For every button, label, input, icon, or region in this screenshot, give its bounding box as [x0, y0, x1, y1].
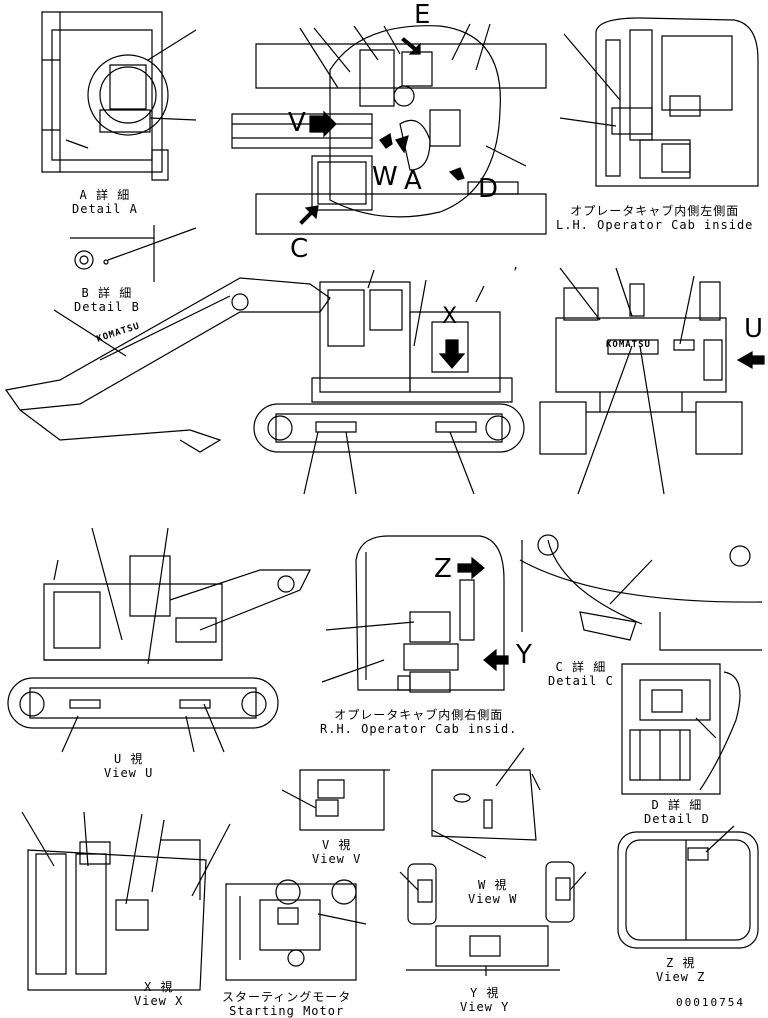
caption-rh-cab-jp: オプレータキャブ内側右側面 [334, 708, 504, 722]
caption-starting-motor: スターティングモータ Starting Motor [222, 990, 351, 1018]
caption-detail-d-jp: D 詳 細 [651, 798, 703, 812]
caption-detail-b-en: Detail B [74, 300, 140, 314]
caption-lh-cab: オプレータキャブ内側左側面 L.H. Operator Cab inside [556, 204, 753, 232]
caption-detail-b: B 詳 細 Detail B [74, 286, 140, 314]
caption-view-w-en: View W [468, 892, 518, 906]
starting-motor-drawing [226, 880, 366, 980]
caption-view-v: V 視 View V [312, 838, 361, 866]
detail-a-drawing [42, 12, 196, 180]
caption-detail-b-jp: B 詳 細 [81, 286, 133, 300]
view-u-drawing [8, 528, 310, 752]
rh-cab-drawing [322, 536, 508, 692]
detail-d-drawing [622, 664, 740, 794]
view-x-drawing [22, 812, 230, 990]
lh-cab-drawing [560, 18, 758, 186]
caption-view-x-jp: X 視 [143, 980, 174, 994]
letter-d: D [478, 174, 499, 204]
letter-v: V [288, 108, 306, 138]
caption-view-y-en: View Y [460, 1000, 510, 1014]
detail-c-drawing [520, 535, 762, 650]
view-y-drawing [400, 862, 586, 976]
top-view-drawing [232, 24, 546, 234]
caption-view-y-jp: Y 視 [469, 986, 500, 1000]
caption-view-x: X 視 View X [134, 980, 183, 1008]
view-z-drawing [618, 826, 758, 948]
side-view-drawing [6, 270, 524, 494]
caption-view-u-jp: U 視 [113, 752, 144, 766]
komatsu-rear-logo: KOMATSU [606, 340, 651, 350]
caption-view-w-jp: W 視 [477, 878, 508, 892]
detail-b-drawing [70, 225, 196, 282]
caption-detail-d-en: Detail D [644, 812, 710, 826]
stray-mark: , [512, 258, 521, 272]
caption-detail-a: A 詳 細 Detail A [72, 188, 138, 216]
view-v-drawing [282, 770, 390, 830]
caption-view-u: U 視 View U [104, 752, 153, 780]
caption-view-v-jp: V 視 [321, 838, 352, 852]
caption-starting-motor-en: Starting Motor [229, 1004, 345, 1018]
caption-view-u-en: View U [104, 766, 154, 780]
letter-u: U [744, 314, 764, 344]
letter-e: E [414, 0, 431, 30]
caption-view-w: W 視 View W [468, 878, 517, 906]
caption-detail-c: C 詳 細 Detail C [548, 660, 614, 688]
caption-lh-cab-jp: オプレータキャブ内側左側面 [570, 204, 740, 218]
document-number: 00010754 [676, 996, 745, 1009]
caption-lh-cab-en: L.H. Operator Cab inside [556, 218, 754, 232]
letter-y: Y [516, 640, 532, 670]
caption-detail-d: D 詳 細 Detail D [644, 798, 710, 826]
letter-w: W [372, 162, 398, 192]
caption-view-z-jp: Z 視 [665, 956, 696, 970]
caption-detail-c-en: Detail C [548, 674, 614, 688]
letter-x: X [442, 304, 458, 329]
rear-view-drawing [540, 268, 764, 494]
caption-detail-a-jp: A 詳 細 [79, 188, 131, 202]
caption-detail-a-en: Detail A [72, 202, 138, 216]
view-w-drawing [432, 748, 540, 858]
caption-view-y: Y 視 View Y [460, 986, 509, 1014]
letter-c: C [290, 234, 309, 264]
caption-view-z-en: View Z [656, 970, 706, 984]
caption-view-x-en: View X [134, 994, 184, 1008]
caption-view-v-en: View V [312, 852, 362, 866]
letter-z: Z [434, 554, 452, 584]
caption-rh-cab-en: R.H. Operator Cab insid. [320, 722, 518, 736]
letter-a: A [404, 166, 422, 196]
caption-view-z: Z 視 View Z [656, 956, 705, 984]
caption-rh-cab: オプレータキャブ内側右側面 R.H. Operator Cab insid. [320, 708, 517, 736]
caption-starting-motor-jp: スターティングモータ [222, 990, 352, 1004]
caption-detail-c-jp: C 詳 細 [555, 660, 607, 674]
